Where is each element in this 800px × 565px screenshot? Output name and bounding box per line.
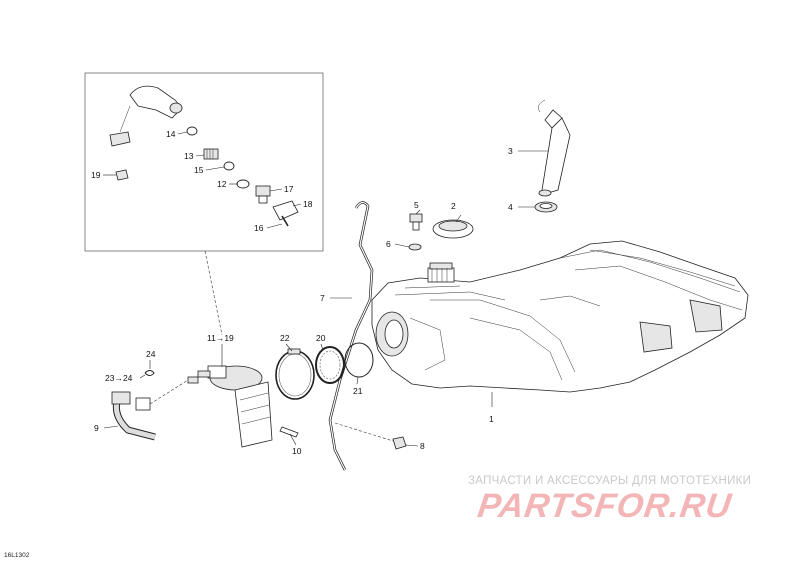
- vent-hose: [328, 201, 374, 471]
- inset-screw: [281, 215, 289, 227]
- callout-14: 14: [166, 129, 176, 139]
- callout-20: 20: [316, 333, 326, 343]
- callout-21: 21: [353, 386, 363, 396]
- callout-13: 13: [184, 151, 194, 161]
- leader-lines: [103, 131, 548, 447]
- callout-22: 22: [280, 333, 290, 343]
- pump-clamp: [275, 348, 315, 400]
- inset-connector-line: [204, 250, 223, 336]
- fuel-pump-module: [187, 365, 299, 448]
- callout-2: 2: [451, 201, 456, 211]
- inset-oring-15: [223, 161, 235, 171]
- inset-bracket: [272, 200, 299, 221]
- watermark-logo: PARTSFOR.RU: [475, 487, 735, 525]
- callout-15: 15: [194, 165, 204, 175]
- callout-4: 4: [508, 202, 513, 212]
- rollover-valve: [409, 213, 423, 231]
- inset-connector: [115, 169, 129, 181]
- callout-9: 9: [94, 423, 99, 433]
- hose-clip: [144, 370, 155, 376]
- callout-24: 24: [146, 349, 156, 359]
- drain-fitting: [392, 436, 407, 450]
- detail-inset-frame: [84, 72, 324, 252]
- callout-11-19: 11→19: [207, 333, 234, 343]
- grommet: [408, 243, 422, 251]
- callout-10: 10: [292, 446, 302, 456]
- callout-5: 5: [414, 200, 419, 210]
- lock-ring: [315, 346, 345, 384]
- callout-7: 7: [320, 293, 325, 303]
- fuel-tank: [371, 240, 749, 393]
- inset-regulator: [255, 185, 271, 204]
- callout-18: 18: [303, 199, 313, 209]
- filler-tube: [538, 99, 571, 197]
- callout-8: 8: [420, 441, 425, 451]
- inset-level-sensor: [109, 85, 183, 147]
- callout-17: 17: [284, 184, 294, 194]
- callout-1: 1: [489, 414, 494, 424]
- callouts: 1 2 3 4 5 6 7 8 9 10 11→19 12 13 14 15 1…: [91, 129, 513, 456]
- inset-filter: [203, 148, 219, 160]
- callout-12: 12: [217, 179, 227, 189]
- callout-3: 3: [508, 146, 513, 156]
- pump-seal: [344, 342, 374, 378]
- watermark-tagline: ЗАПЧАСТИ И АКСЕССУАРЫ ДЛЯ МОТОТЕХНИКИ: [468, 475, 752, 487]
- callout-19: 19: [91, 170, 101, 180]
- callout-6: 6: [386, 239, 391, 249]
- callout-16: 16: [254, 223, 264, 233]
- fuel-cap: [432, 219, 474, 239]
- diagram-code: 16L1302: [4, 552, 30, 559]
- inset-oring-12: [236, 179, 250, 189]
- callout-23-24: 23→24: [105, 373, 133, 383]
- fuel-hose: [111, 391, 156, 441]
- inset-oring-14: [186, 126, 198, 136]
